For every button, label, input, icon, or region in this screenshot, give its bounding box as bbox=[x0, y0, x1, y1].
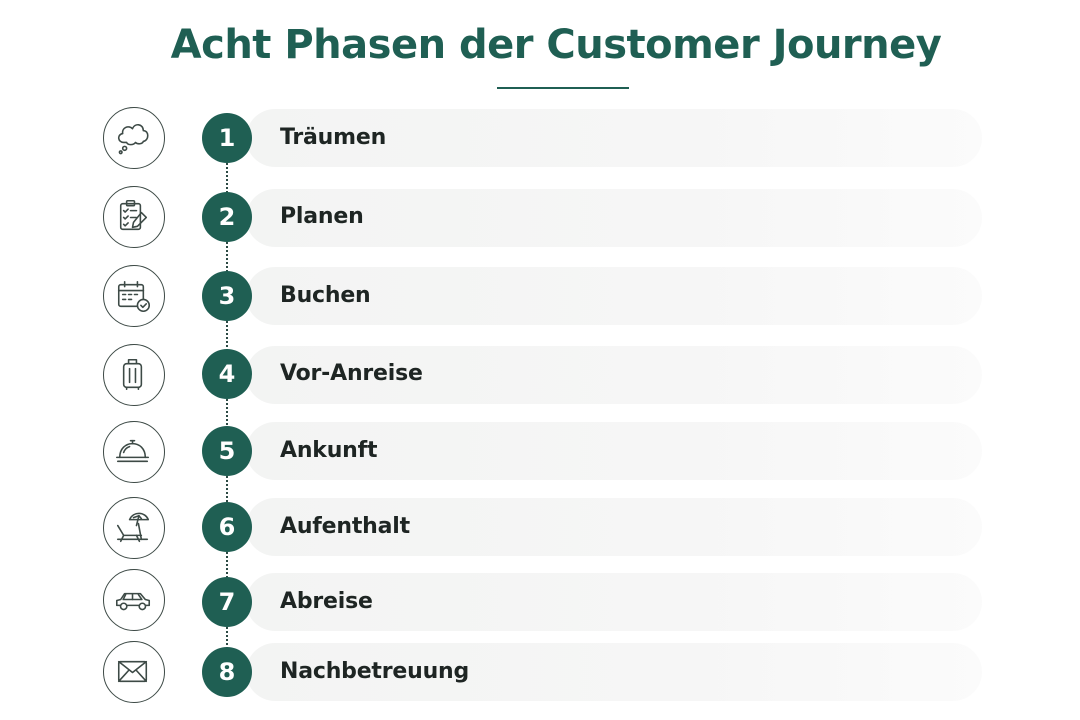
phase-row-5 bbox=[246, 422, 982, 480]
phase-row-6 bbox=[246, 498, 982, 556]
phase-row-1 bbox=[246, 109, 982, 167]
phase-label-8: Nachbetreuung bbox=[280, 659, 470, 684]
phase-label-1: Träumen bbox=[280, 125, 387, 150]
phase-row-3 bbox=[246, 267, 982, 325]
phase-number-4: 4 bbox=[202, 349, 252, 399]
phase-number-2: 2 bbox=[202, 192, 252, 242]
phase-number-1: 1 bbox=[202, 113, 252, 163]
reception-bell-icon bbox=[103, 421, 165, 483]
connector-2-3 bbox=[226, 242, 228, 272]
phase-row-4 bbox=[246, 346, 982, 404]
phase-number-5: 5 bbox=[202, 426, 252, 476]
connector-7-8 bbox=[226, 627, 228, 657]
phase-label-2: Planen bbox=[280, 204, 364, 229]
phase-number-6: 6 bbox=[202, 502, 252, 552]
phase-number-7: 7 bbox=[202, 577, 252, 627]
phase-label-6: Aufenthalt bbox=[280, 514, 410, 539]
envelope-icon bbox=[103, 641, 165, 703]
connector-4-5 bbox=[226, 399, 228, 429]
calendar-check-icon bbox=[103, 265, 165, 327]
page-title: Acht Phasen der Customer Journey bbox=[170, 22, 942, 68]
phase-number-3: 3 bbox=[202, 271, 252, 321]
phase-label-4: Vor-Anreise bbox=[280, 361, 423, 386]
beach-lounger-umbrella-icon bbox=[103, 497, 165, 559]
suitcase-icon bbox=[103, 344, 165, 406]
connector-5-6 bbox=[226, 476, 228, 506]
car-icon bbox=[103, 569, 165, 631]
title-underline bbox=[497, 87, 629, 89]
phase-number-8: 8 bbox=[202, 647, 252, 697]
phase-row-8 bbox=[246, 643, 982, 701]
phase-label-3: Buchen bbox=[280, 283, 371, 308]
connector-3-4 bbox=[226, 321, 228, 351]
thought-cloud-icon bbox=[103, 107, 165, 169]
connector-1-2 bbox=[226, 163, 228, 193]
phase-row-7 bbox=[246, 573, 982, 631]
clipboard-checklist-icon bbox=[103, 186, 165, 248]
phase-label-7: Abreise bbox=[280, 589, 373, 614]
connector-6-7 bbox=[226, 552, 228, 582]
phase-row-2 bbox=[246, 189, 982, 247]
phase-label-5: Ankunft bbox=[280, 438, 378, 463]
